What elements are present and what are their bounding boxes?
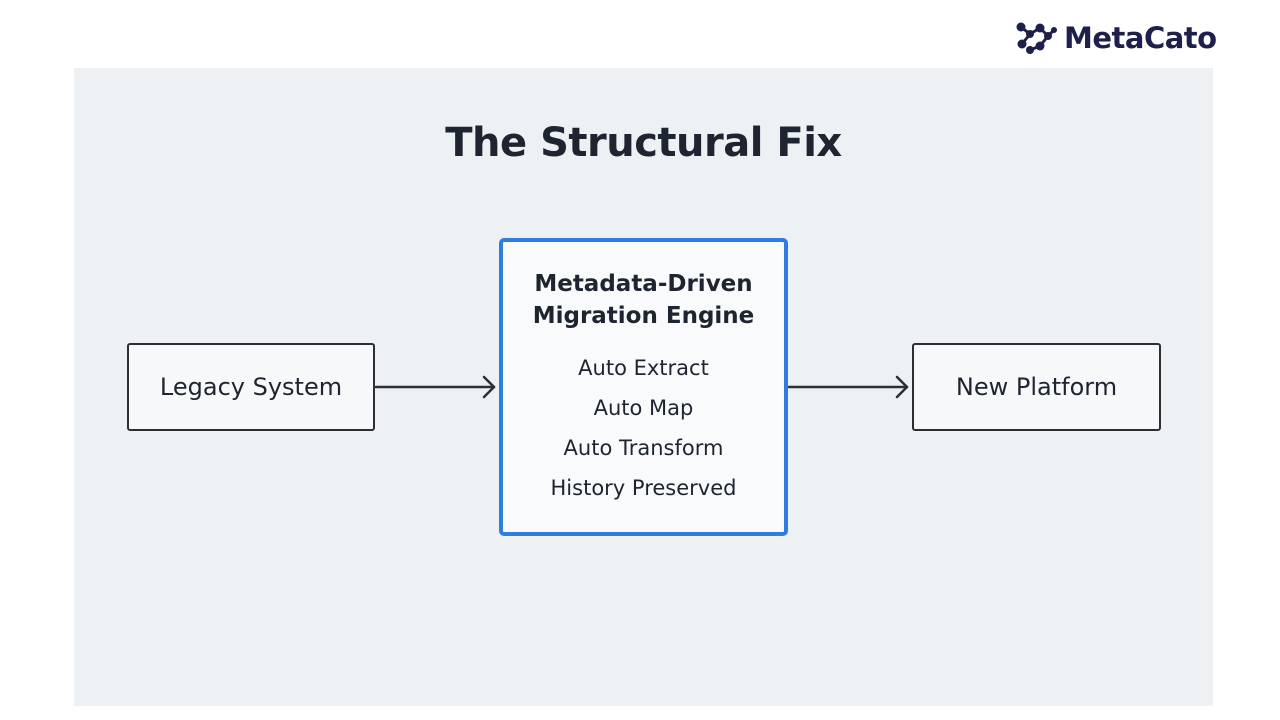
brand-name: MetaCato	[1064, 21, 1217, 55]
engine-step-history-preserved: History Preserved	[550, 476, 737, 500]
engine-step-auto-extract: Auto Extract	[578, 356, 709, 380]
engine-steps: Auto Extract Auto Map Auto Transform His…	[503, 348, 784, 508]
engine-title: Metadata-Driven Migration Engine	[503, 268, 784, 332]
slide-title: The Structural Fix	[445, 120, 842, 166]
new-platform-label: New Platform	[955, 373, 1118, 401]
new-platform-box: New Platform	[912, 343, 1161, 431]
engine-title-line1: Metadata-Driven	[534, 271, 753, 297]
brand-logo: MetaCato	[1014, 18, 1217, 58]
engine-title-line2: Migration Engine	[532, 303, 755, 329]
legacy-system-box: Legacy System	[127, 343, 375, 431]
molecule-logo-icon	[1016, 22, 1057, 54]
migration-engine-box: Metadata-Driven Migration Engine Auto Ex…	[499, 238, 788, 536]
engine-step-auto-map: Auto Map	[593, 396, 694, 420]
engine-step-auto-transform: Auto Transform	[563, 436, 724, 460]
legacy-system-label: Legacy System	[159, 373, 343, 401]
